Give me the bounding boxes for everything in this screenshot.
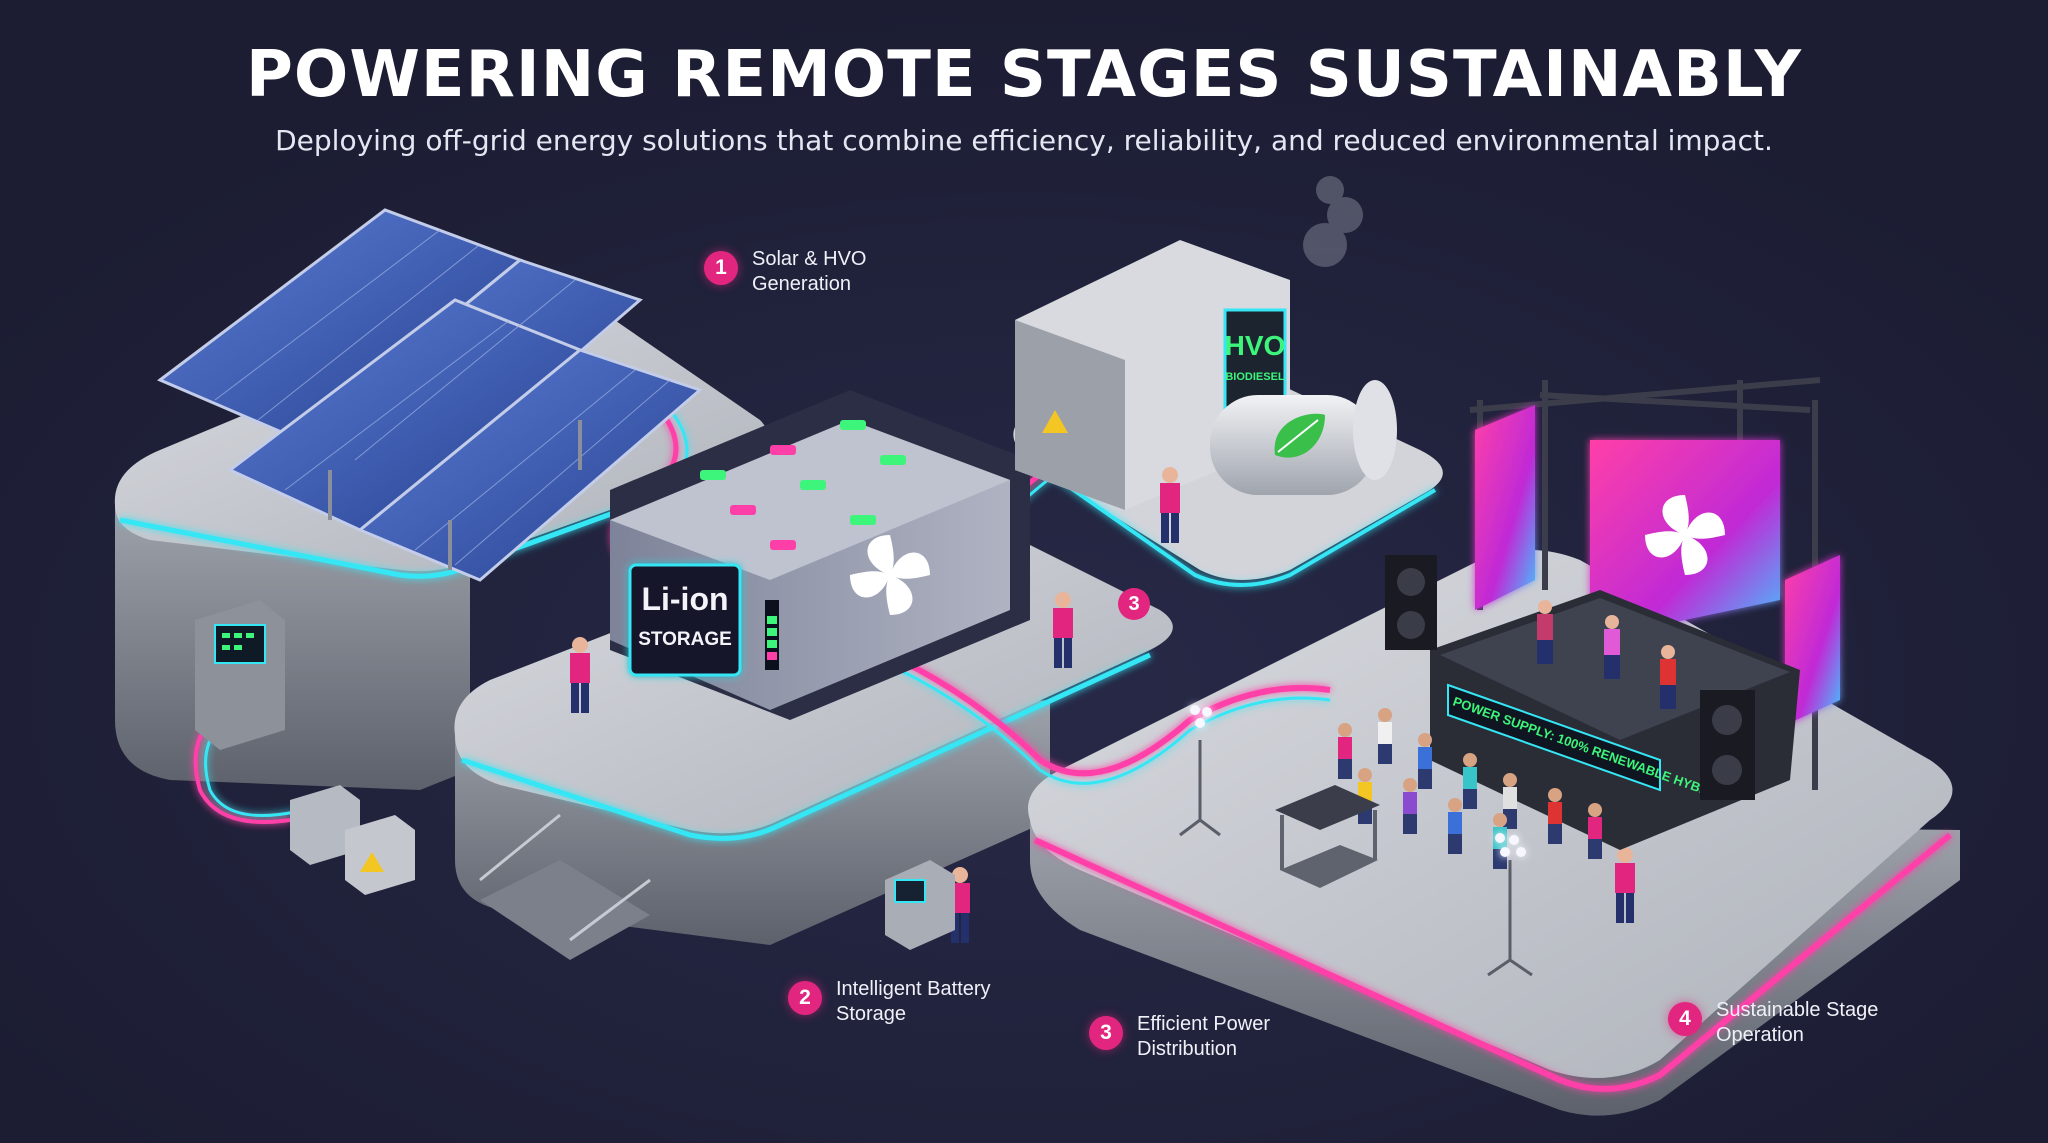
stage: POWER SUPPLY: 100% RENEWABLE HYBRID xyxy=(1385,377,1840,850)
step-label: Solar & HVO Generation xyxy=(752,248,867,295)
workers xyxy=(570,467,1635,943)
performers xyxy=(1537,600,1676,709)
fuel-tank xyxy=(1210,380,1397,495)
battery-label-bottom: STORAGE xyxy=(638,629,732,650)
brand-logo-screen xyxy=(1645,495,1725,575)
access-ramp xyxy=(479,813,651,960)
step-label: Sustainable Stage Operation xyxy=(1716,999,1879,1046)
step-number-badge: 2 xyxy=(788,981,822,1015)
step-1-callout: 1 Solar & HVO Generation xyxy=(704,247,882,297)
step-number-badge: 4 xyxy=(1668,1002,1702,1036)
battery-label-top: Li-ion xyxy=(641,581,728,617)
step-number-badge: 3 xyxy=(1089,1016,1123,1050)
foh-booth xyxy=(1275,785,1380,888)
exhaust-smoke xyxy=(1303,176,1363,267)
step-2-callout: 2 Intelligent Battery Storage xyxy=(788,977,1016,1027)
step-number-badge: 1 xyxy=(704,251,738,285)
distribution-marker-badge: 3 xyxy=(1118,588,1150,620)
light-heads xyxy=(1190,705,1526,857)
control-kiosk xyxy=(195,600,285,750)
battery-charge-bars xyxy=(765,600,779,670)
light-towers xyxy=(1179,740,1533,977)
generator-label-top: HVO xyxy=(1225,330,1286,361)
distribution-cabinet xyxy=(885,860,955,950)
leaf-icon xyxy=(1274,413,1325,458)
solar-panels xyxy=(157,208,703,582)
step-label: Intelligent Battery Storage xyxy=(836,978,991,1025)
crowd xyxy=(1338,708,1602,869)
battery-bank: Li-ion STORAGE xyxy=(610,390,1030,720)
electrical-boxes xyxy=(290,785,415,895)
brand-logo-battery xyxy=(850,535,930,615)
step-3-callout: 3 Efficient Power Distribution xyxy=(1089,1012,1297,1062)
step-label: Efficient Power Distribution xyxy=(1137,1013,1271,1060)
page-title: POWERING REMOTE STAGES SUSTAINABLY xyxy=(246,38,1802,112)
speakers xyxy=(1385,555,1755,800)
battery-indicator-lights xyxy=(700,420,906,550)
generator-label-bottom: BIODIESEL xyxy=(1225,371,1285,383)
step-4-callout: 4 Sustainable Stage Operation xyxy=(1668,998,1886,1048)
page-subtitle: Deploying off-grid energy solutions that… xyxy=(275,124,1773,157)
